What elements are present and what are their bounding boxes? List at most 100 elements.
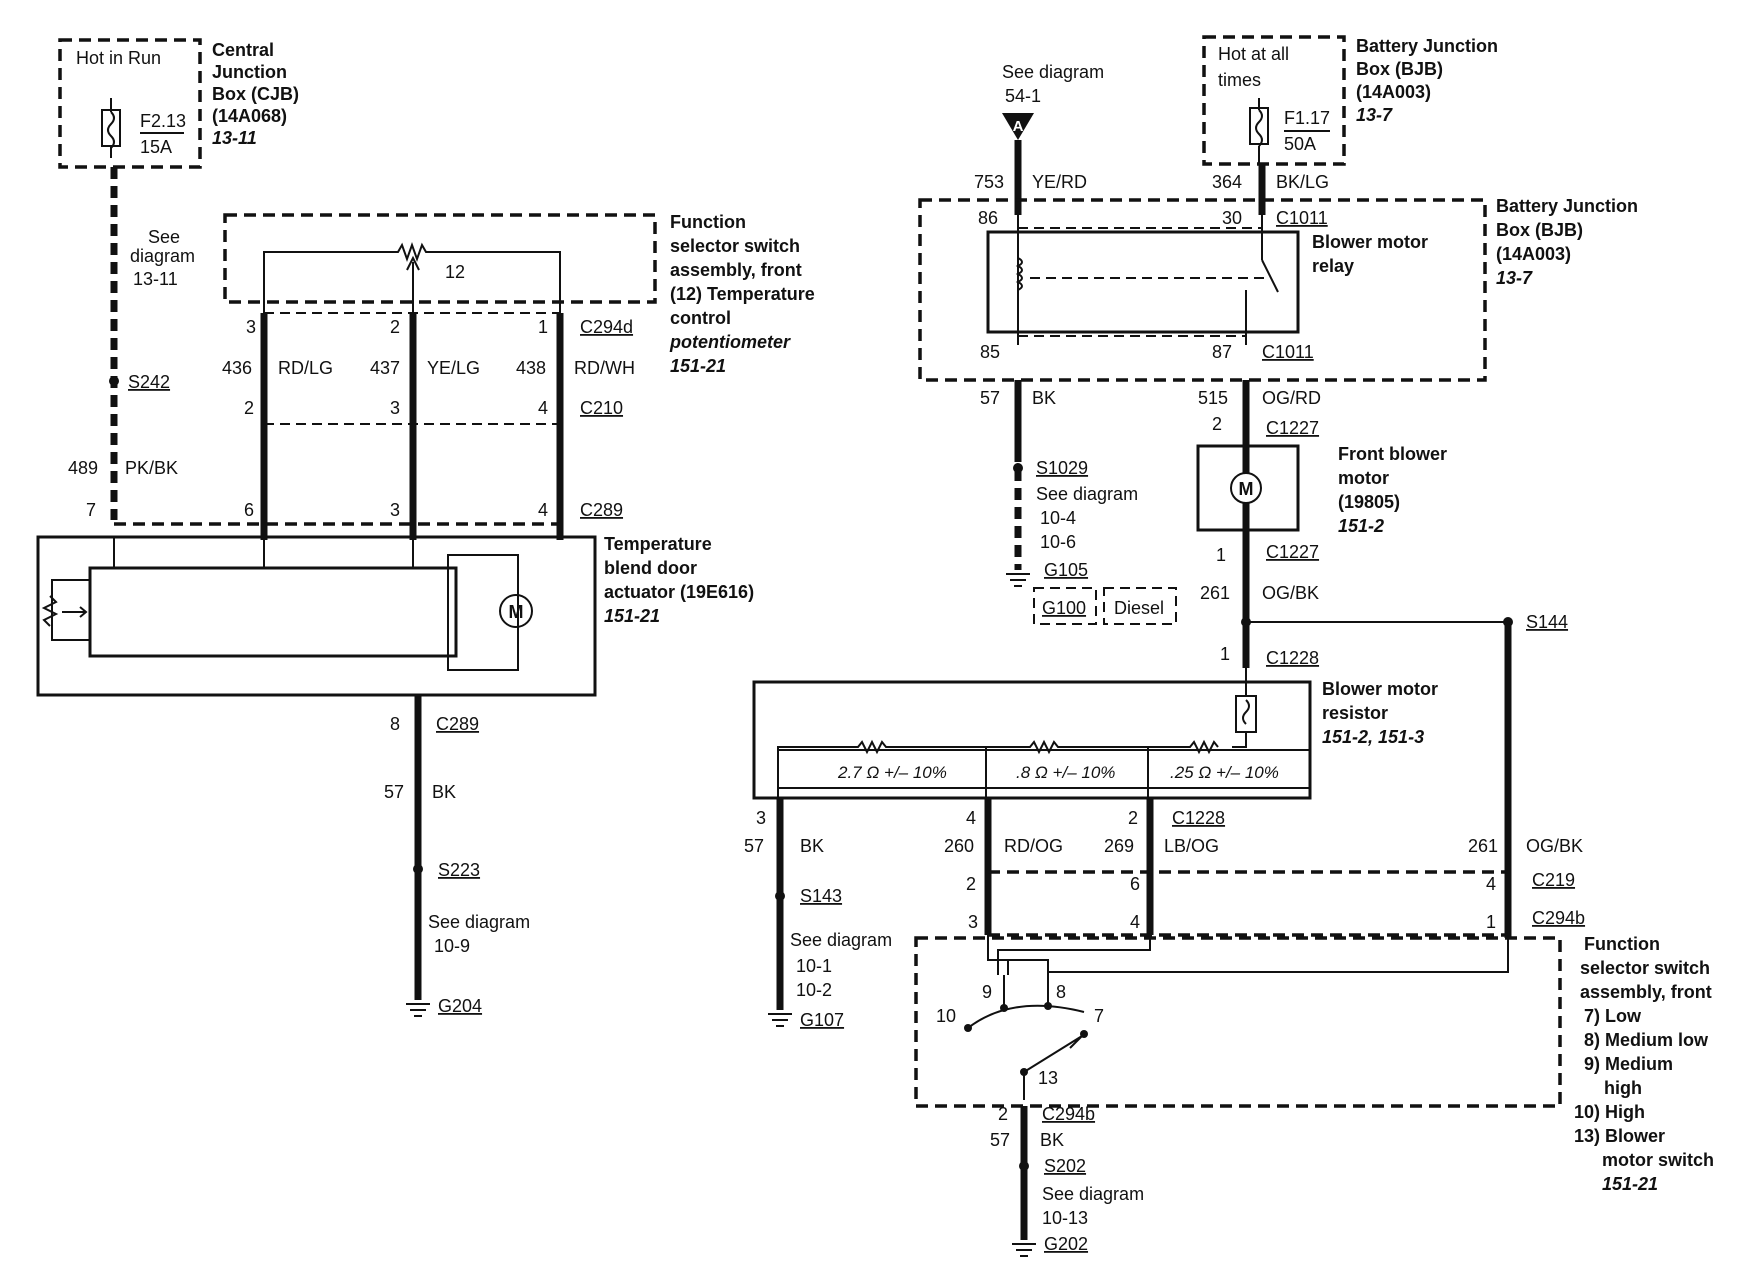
c210-pin-3: 3 [390,398,400,418]
see-cjb-3: 13-11 [133,269,178,289]
ground-g204: G204 [438,996,482,1016]
c219-pin-6: 6 [1130,874,1140,894]
ground-g105: G105 [1044,560,1088,580]
c294b-pin-1: 1 [1486,912,1496,932]
switch-arc [967,1004,1085,1029]
bjb-right-line-3: (14A003) [1496,244,1571,264]
selector-blower-ref: 151-21 [1602,1174,1658,1194]
c1228-bottom: C1228 [1172,808,1225,828]
bjb-fuse-icon [1249,107,1269,145]
wire-436-circuit: 436 [222,358,252,378]
blower-motor-relay [918,198,1487,382]
relay-c1011-top: C1011 [1276,208,1328,228]
resistor-value-3: .25 Ω +/– 10% [1170,763,1279,782]
actuator-ref: 151-21 [604,606,660,626]
wire-364-circuit: 364 [1212,172,1242,192]
c210-pin-2: 2 [244,398,254,418]
ground-icon [406,1003,430,1017]
c294d-pin-1: 1 [538,317,548,337]
c289-pin-6: 6 [244,500,254,520]
resistor-ref: 151-2, 151-3 [1322,727,1424,747]
wire-260-color: RD/OG [1004,836,1063,856]
splice-s1029: S1029 [1036,458,1088,478]
actuator-line-2: blend door [604,558,697,578]
selector-blower-line-9: 13) Blower [1574,1126,1665,1146]
wire-260-circuit: 260 [944,836,974,856]
bjb-fuse-block: Hot at all times F1.17 50A [1202,35,1346,166]
blower-motor-icon [1230,472,1262,504]
selector-blower-line-10: motor switch [1602,1150,1714,1170]
cjb-hot-label: Hot in Run [76,48,161,68]
see-54-1-2: 54-1 [1005,86,1041,106]
wire-438-circuit: 438 [516,358,546,378]
relay-line-1: Blower motor [1312,232,1428,252]
wire-261b-circuit: 261 [1468,836,1498,856]
relay-pin-30: 30 [1222,208,1242,228]
c294b-label: C294b [1532,908,1585,928]
wire-753-color: YE/RD [1032,172,1087,192]
fuse-element [107,98,115,158]
bjb-top-ref: 13-7 [1356,105,1393,125]
splice-s242-dot [109,376,119,386]
cjb-fuse-block: Hot in Run F2.13 15A Central Junction Bo… [58,38,299,169]
connector-a-letter: A [1013,118,1024,135]
see-10-9-2: 10-9 [434,936,470,956]
see-10-4-2: 10-4 [1040,508,1076,528]
selector-front-line-2: selector switch [670,236,800,256]
resistor-value-2: .8 Ω +/– 10% [1016,763,1115,782]
actuator-wiper [62,606,88,618]
selector-blower-line-4: 7) Low [1584,1006,1642,1026]
blower-selector-switch [914,935,1562,1108]
blower-ref: 151-2 [1338,516,1384,536]
selector-blower-line-2: selector switch [1580,958,1710,978]
actuator-line-1: Temperature [604,534,712,554]
switch-pin-8: 8 [1056,982,1066,1002]
bjb-fuse-rating: 50A [1284,134,1316,154]
ground-g202-icon [1012,1243,1036,1257]
wire-57a-color: BK [1032,388,1056,408]
resistor-line-2: resistor [1322,703,1388,723]
c1228-pin-1: 1 [1220,644,1230,664]
switch-wiring [987,935,1509,975]
splice-s223-dot [413,864,423,874]
cjb-fuse-rating: 15A [140,137,172,157]
wire-261b-color: OG/BK [1526,836,1583,856]
relay-pin-85: 85 [980,342,1000,362]
actuator-motor-icon [499,594,533,628]
ground-g107: G107 [800,1010,844,1030]
relay-c1011-bottom: C1011 [1262,342,1314,362]
wire-57-left-color: BK [432,782,456,802]
c1227-pin-1: 1 [1216,545,1226,565]
switch-pin-13: 13 [1038,1068,1058,1088]
bjb-right-line-2: Box (BJB) [1496,220,1583,240]
cjb-fuse-id: F2.13 [140,111,186,131]
wire-57-left-circuit: 57 [384,782,404,802]
blower-motor-resistor [752,668,1312,800]
see-10-13-2: 10-13 [1042,1208,1088,1228]
see-cjb-1: See [148,227,180,247]
diesel-label: Diesel [1114,598,1164,618]
resistor-fuse-wire [1232,668,1250,748]
blend-door-actuator: M [36,535,597,697]
wire-269-circuit: 269 [1104,836,1134,856]
c1228-pin-2: 2 [1128,808,1138,828]
pin-8: 8 [390,714,400,734]
relay-coil [1015,257,1023,291]
selector-blower-line-1: Function [1584,934,1660,954]
see-10-1-1: See diagram [790,930,892,950]
ground-g202: G202 [1044,1234,1088,1254]
cjb-line-3: Box (CJB) [212,84,299,104]
blower-line-1: Front blower [1338,444,1447,464]
splice-s242: S242 [128,372,170,392]
see-10-4-1: See diagram [1036,484,1138,504]
selector-front-line-5: control [670,308,731,328]
c294d-pin-3: 3 [246,317,256,337]
c210-pin-4: 4 [538,398,548,418]
bjb-hot-2: times [1218,70,1261,90]
see-10-4-3: 10-6 [1040,532,1076,552]
wire-269-color: LB/OG [1164,836,1219,856]
relay-line-2: relay [1312,256,1354,276]
switch-pin-9: 9 [982,982,992,1002]
wire-437-color: YE/LG [427,358,480,378]
